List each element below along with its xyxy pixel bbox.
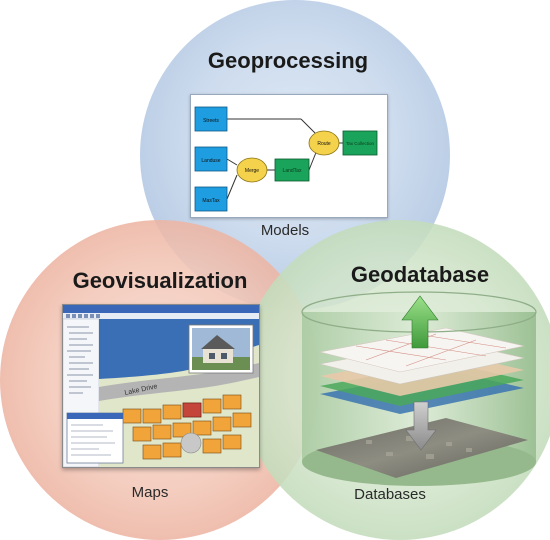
mastax-node (194, 186, 228, 212)
streets-node (194, 106, 228, 132)
mastax-node-label: MasTax (202, 198, 220, 204)
map-svg: Lake Drive (63, 305, 259, 467)
tax-collection-node-label: Tax Collection (346, 141, 375, 146)
geovisualization-title: Geovisualization (72, 268, 248, 293)
streets-node-label: Streets (203, 118, 219, 124)
database-svg (301, 291, 537, 486)
layer-streets (319, 327, 525, 373)
route-node (308, 130, 340, 156)
route-node-label: Route (317, 141, 331, 147)
models-label: Models (260, 222, 310, 239)
maps-label: Maps (131, 484, 169, 501)
merge-node-label: Merge (245, 168, 259, 174)
landuse-node (194, 146, 228, 172)
geoprocessing-title: Geoprocessing (207, 48, 369, 73)
cul-de-sac (180, 432, 202, 454)
landuse-node-label: Landuse (201, 158, 220, 164)
landtax-node (274, 158, 310, 182)
up-arrow-icon (401, 295, 439, 349)
geodatabase-title: Geodatabase (350, 262, 490, 287)
model-diagram: Streets Landuse MasTax Merge Route LandT… (190, 94, 388, 218)
selected-parcel (182, 402, 202, 418)
map-screenshot: Lake Drive (62, 304, 260, 468)
database-illustration (296, 290, 542, 490)
attribute-window (66, 412, 124, 464)
down-arrow-icon (405, 401, 437, 451)
databases-label: Databases (354, 486, 426, 503)
landtax-node-label: LandTax (283, 168, 302, 174)
model-svg: Streets Landuse MasTax Merge Route LandT… (194, 106, 378, 212)
tax-collection-node (342, 130, 378, 156)
merge-node (236, 157, 268, 183)
